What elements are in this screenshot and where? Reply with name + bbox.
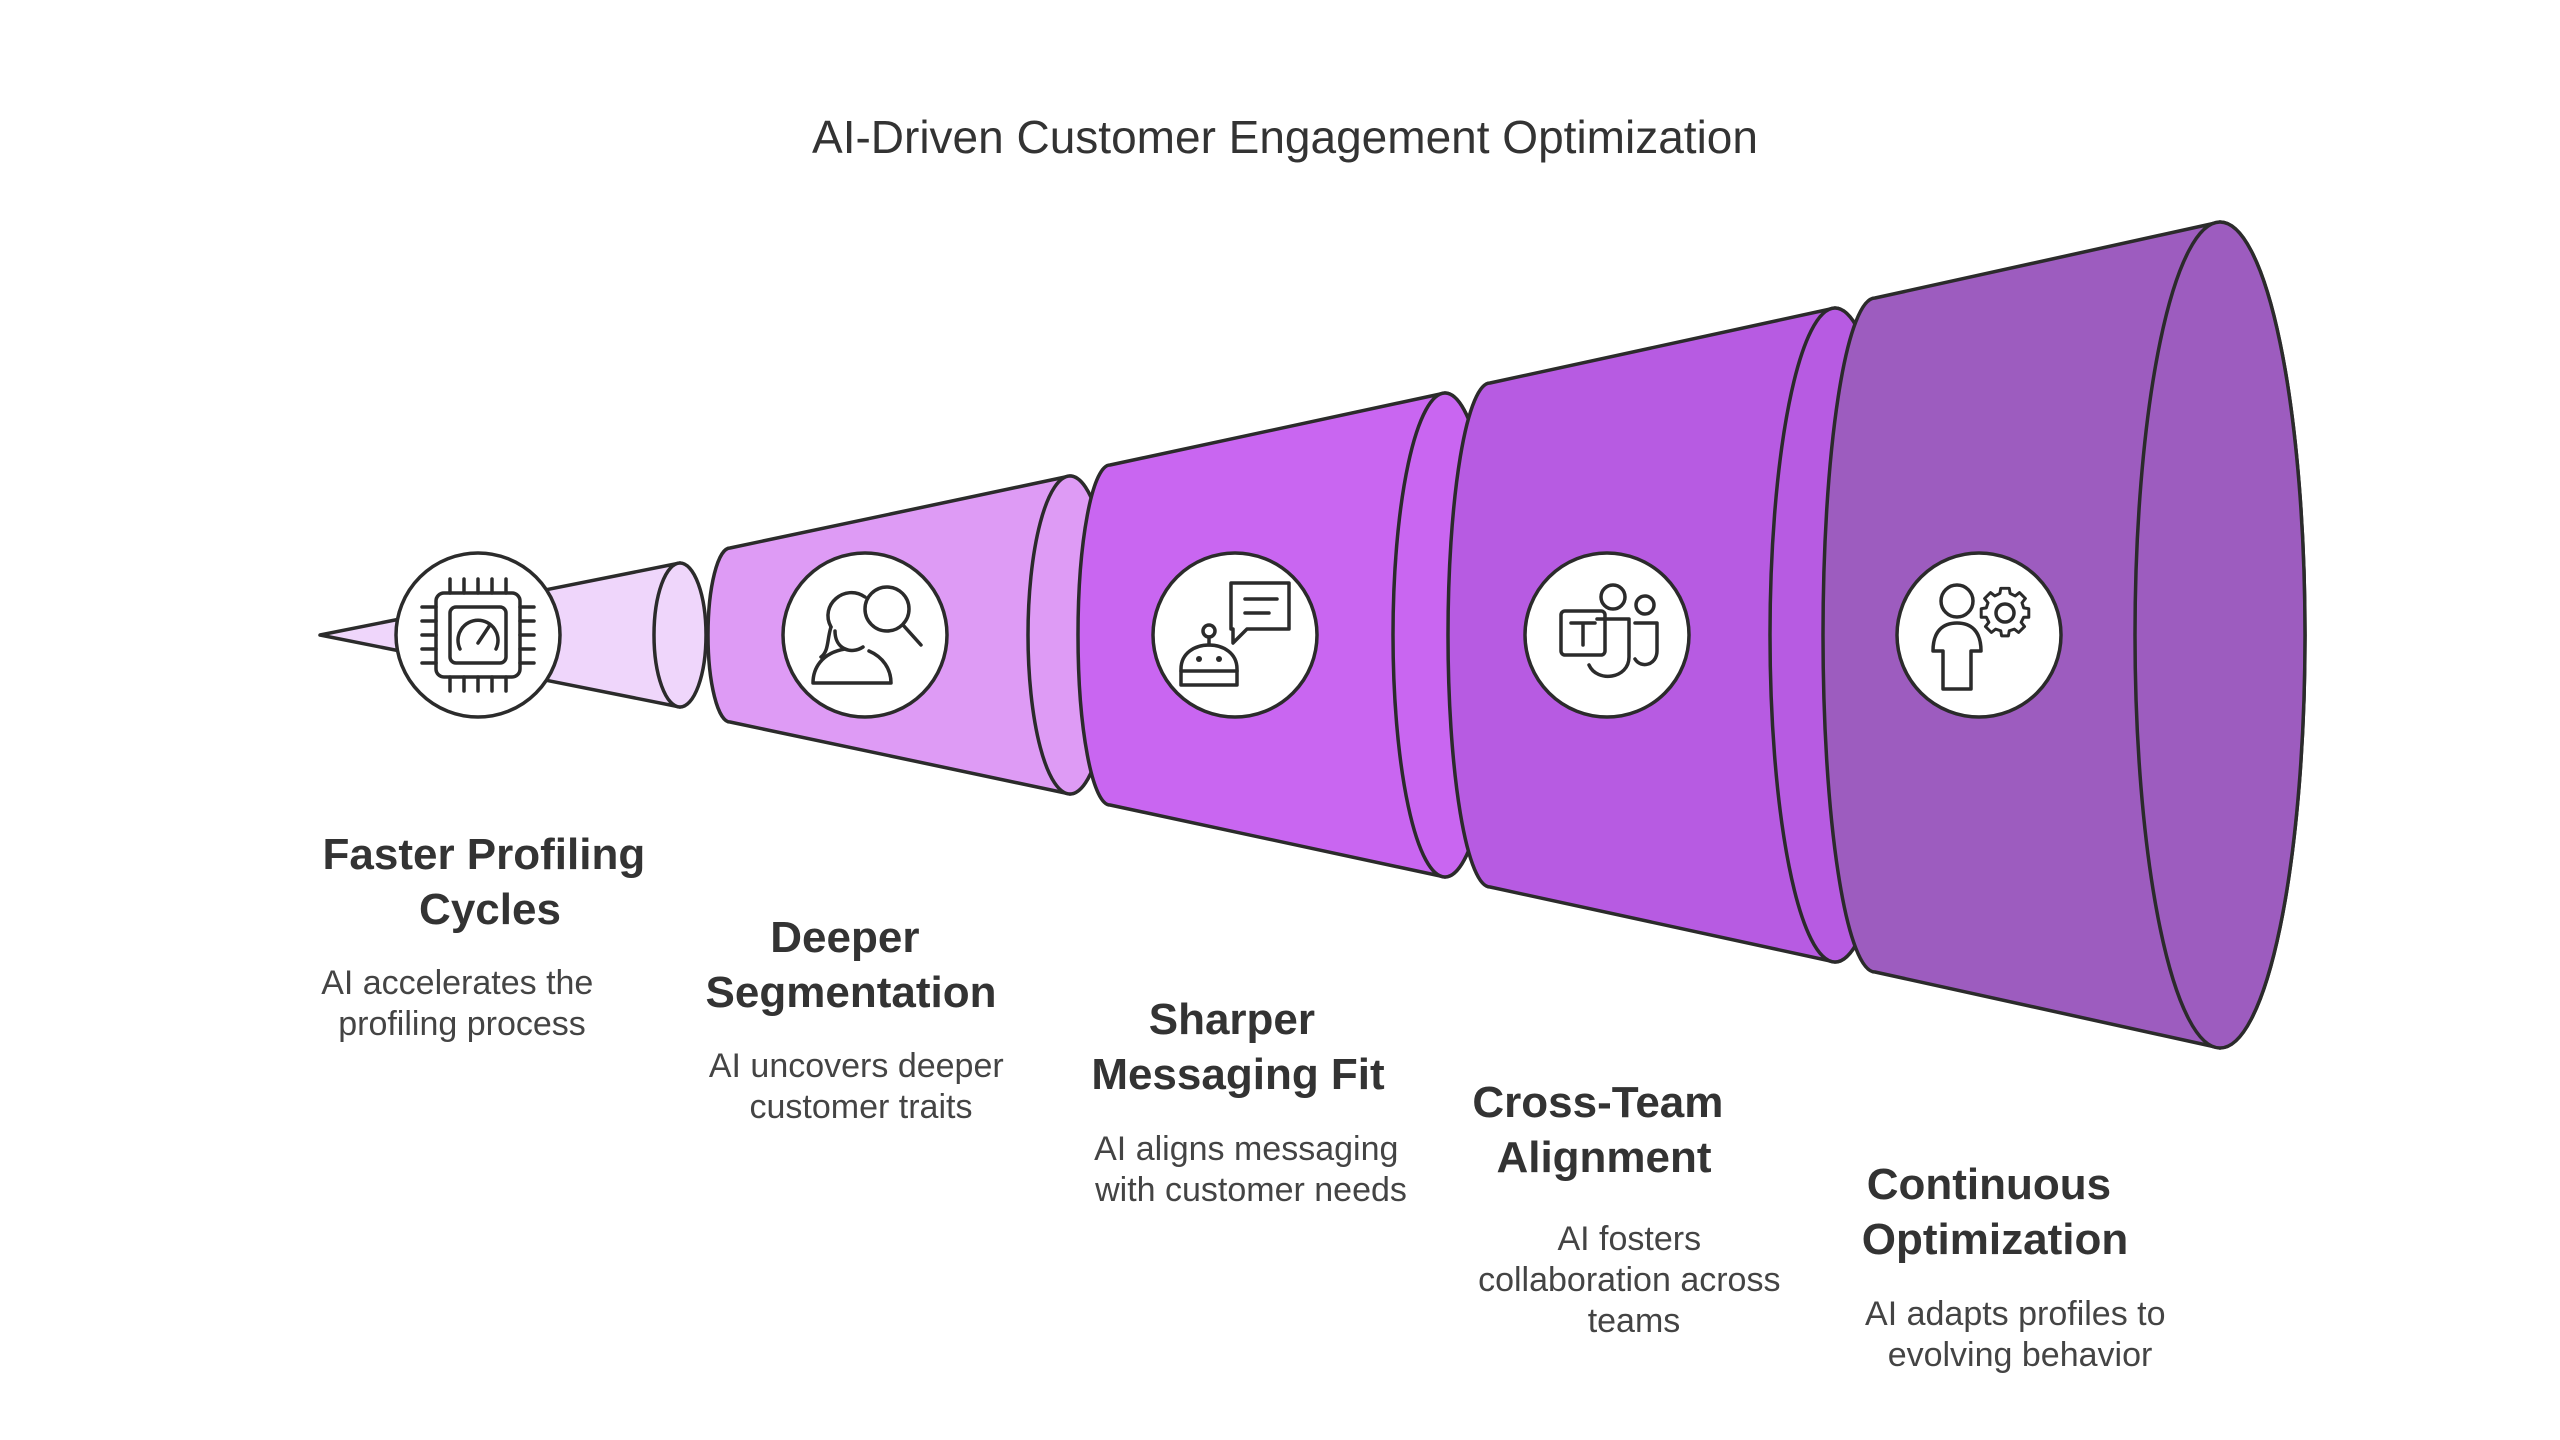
stage-5-label: Continuous Optimization AI adapts profil… [1862,1160,2175,1374]
user-search-icon [781,551,949,719]
stage-1-title: Faster Profiling Cycles [323,830,658,934]
stage-3-label: Sharper Messaging Fit AI aligns messagin… [1091,995,1408,1209]
stage-2-title: Deeper Segmentation [706,913,997,1017]
segment-5-face [2133,220,2307,1050]
diagram-title: AI-Driven Customer Engagement Optimizati… [812,111,1758,163]
stage-5-title: Continuous Optimization [1862,1160,2128,1264]
segment-1-face [652,561,708,709]
stage-1-description: AI accelerates the profiling process [321,964,603,1043]
stage-3-title: Sharper Messaging Fit [1091,995,1385,1099]
chip-gauge-icon [394,551,562,719]
stage-2-description: AI uncovers deeper customer traits [709,1047,1013,1126]
teams-collaboration-icon [1523,551,1691,719]
user-gear-icon [1895,551,2063,719]
stage-4-title: Cross-Team Alignment [1472,1078,1735,1182]
funnel-segment-5 [1821,220,2307,1050]
stage-5-description: AI adapts profiles to evolving behavior [1865,1295,2175,1374]
stage-2-label: Deeper Segmentation AI uncovers deeper c… [706,913,1013,1126]
stage-4-description: AI fosters collaboration across teams [1478,1220,1790,1340]
chatbot-message-icon [1151,551,1319,719]
stage-4-label: Cross-Team Alignment AI fosters collabor… [1472,1078,1790,1340]
stage-3-description: AI aligns messaging with customer needs [1094,1130,1408,1209]
stage-1-label: Faster Profiling Cycles AI accelerates t… [321,830,658,1043]
